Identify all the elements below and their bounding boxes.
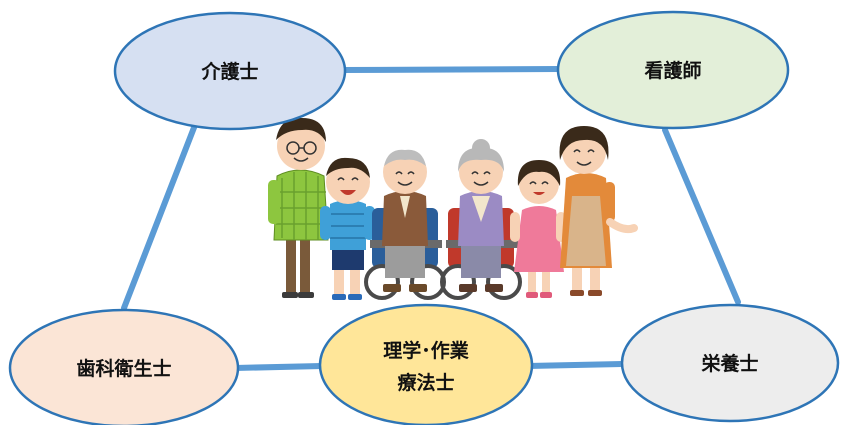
node-careworker-label: 介護士 — [200, 60, 258, 83]
connector-careworker-hygienist — [121, 122, 198, 311]
node-therapist: 理学･作業 療法士 — [318, 303, 534, 425]
boy-figure — [320, 157, 375, 300]
node-dietitian-label: 栄養士 — [700, 352, 758, 375]
connector-hygienist-therapist — [232, 363, 325, 371]
mother-figure — [559, 126, 638, 296]
node-therapist-label-line2: 療法士 — [397, 371, 454, 394]
connector-therapist-dietitian — [525, 361, 625, 369]
grandfather-wheelchair — [364, 149, 446, 300]
node-hygienist: 歯科衛生士 — [8, 308, 240, 425]
family-illustration — [268, 117, 638, 300]
connector-careworker-nurse — [339, 66, 563, 73]
node-nurse-label: 看護師 — [643, 59, 701, 82]
node-nurse: 看護師 — [556, 10, 790, 130]
grandmother-wheelchair — [440, 139, 522, 300]
node-hygienist-label: 歯科衛生士 — [76, 357, 171, 380]
node-dietitian: 栄養士 — [620, 303, 840, 423]
father-figure — [268, 117, 329, 298]
node-therapist-label-line1: 理学･作業 — [383, 339, 470, 362]
node-careworker: 介護士 — [113, 11, 347, 131]
girl-figure — [510, 160, 566, 298]
connector-nurse-dietitian — [662, 127, 741, 305]
connector-lines — [121, 66, 741, 371]
